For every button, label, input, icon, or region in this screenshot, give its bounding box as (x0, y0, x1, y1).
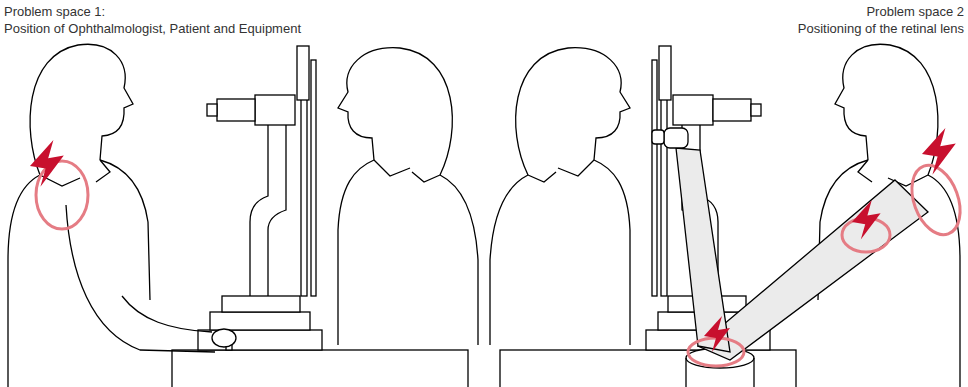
pain-bolt (922, 128, 956, 175)
ophthalmologist (8, 44, 150, 387)
doctor-arm (66, 205, 215, 352)
doctor-forearm (676, 148, 730, 352)
panel-title: Problem space 2 (866, 3, 964, 20)
hand (664, 128, 688, 148)
pain-bolt (852, 200, 881, 240)
patient (490, 48, 630, 345)
doctor-upper-arm (698, 180, 928, 360)
panel-title: Problem space 1: (4, 3, 105, 20)
patient (338, 48, 478, 345)
retinal-lens (652, 130, 664, 144)
pain-bolt (704, 316, 730, 352)
pain-circle (36, 161, 88, 229)
pain-circle (903, 159, 968, 242)
panel-subtitle: Positioning of the retinal lens (798, 20, 964, 37)
panel-subtitle: Position of Ophthalmologist, Patient and… (4, 20, 301, 37)
hand (212, 329, 236, 347)
pain-bolt (30, 140, 64, 187)
